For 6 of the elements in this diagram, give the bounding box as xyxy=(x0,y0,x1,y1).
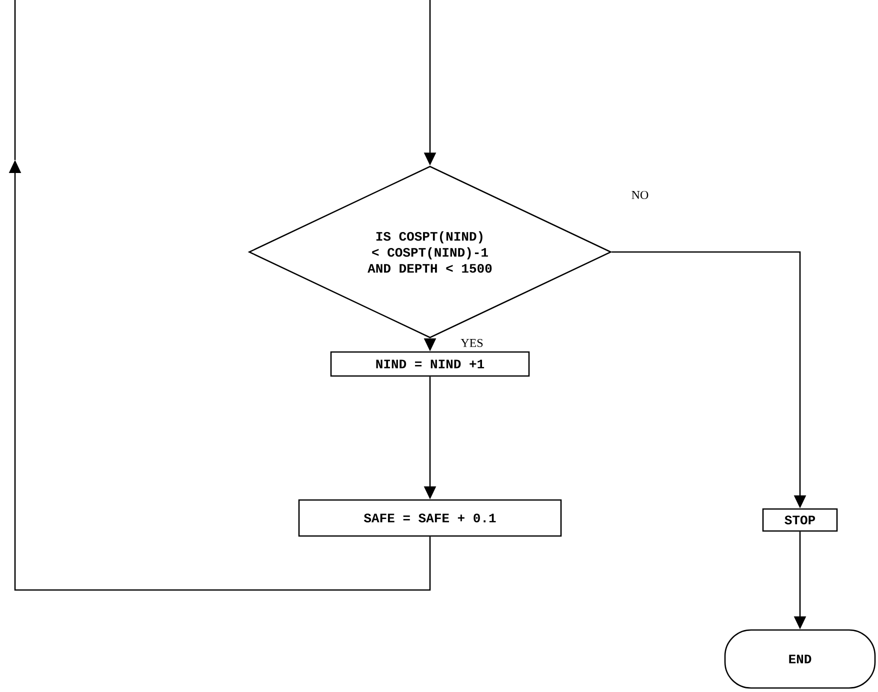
terminal-box: END xyxy=(724,629,876,689)
edge-label: YES xyxy=(460,338,484,348)
edge-label: NO xyxy=(630,190,650,200)
process-box: SAFE = SAFE + 0.1 xyxy=(298,499,562,537)
process-box: STOP xyxy=(762,508,838,532)
process-box: NIND = NIND +1 xyxy=(330,351,530,377)
